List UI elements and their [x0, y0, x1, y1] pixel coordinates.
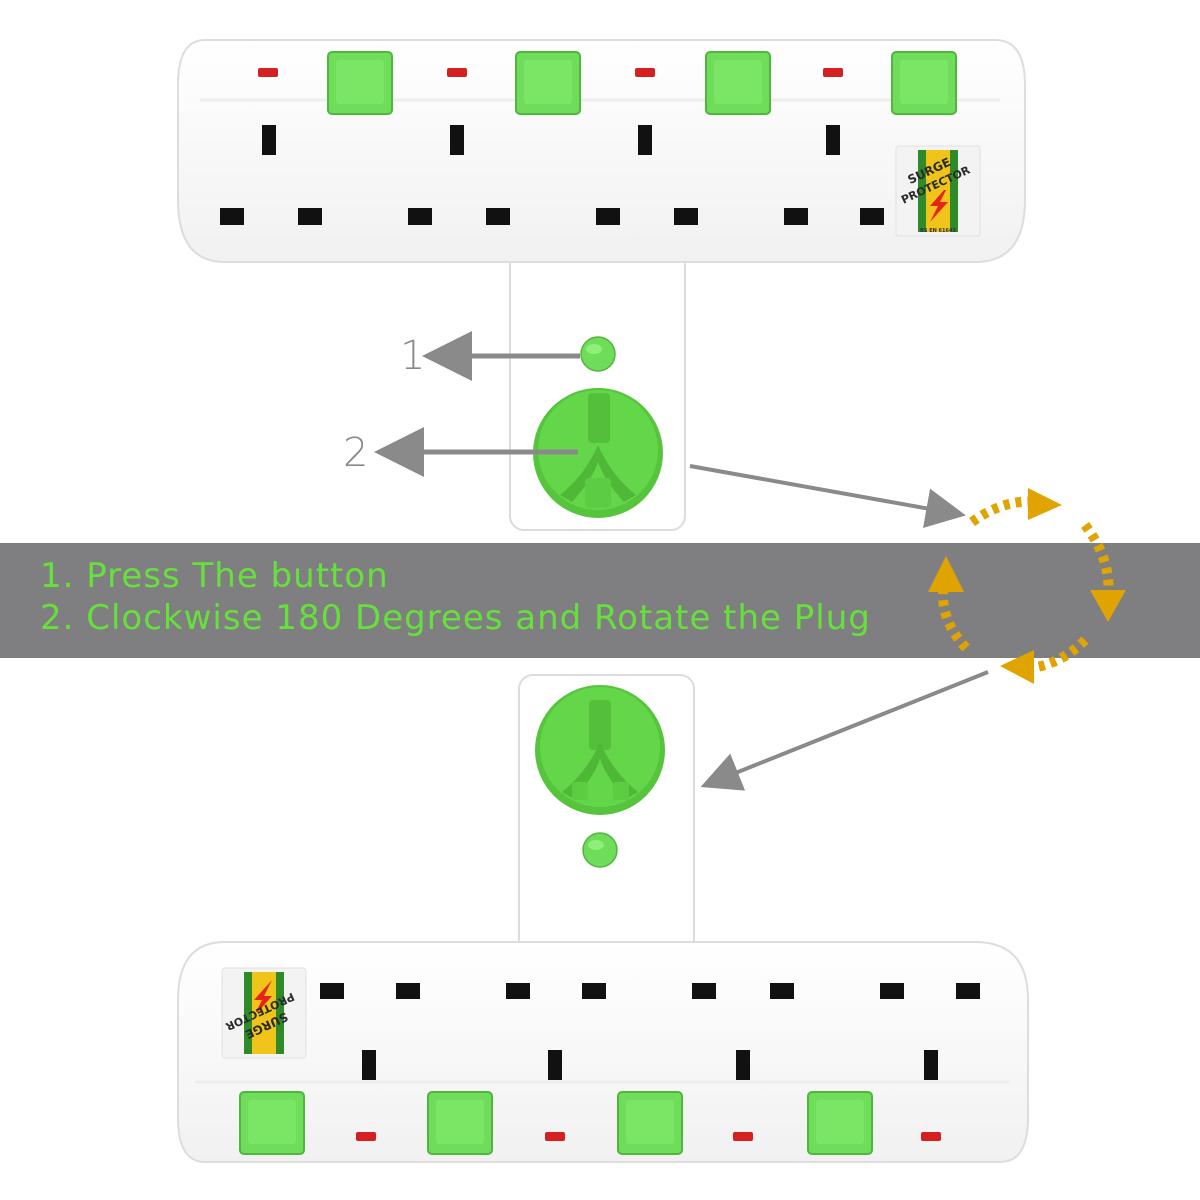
top-indicator-3 — [635, 68, 655, 77]
top-pin-slot — [674, 208, 698, 225]
bottom-surge-sticker: SURGE PROTECTOR — [221, 967, 307, 1059]
top-pin-slot — [486, 208, 510, 225]
top-indicator-1 — [258, 68, 278, 77]
lightning-bolt-icon — [930, 190, 948, 222]
top-earth-slot-3 — [638, 125, 652, 155]
arrow-to-rotation-icon — [689, 464, 966, 529]
bottom-indicator-3 — [733, 1132, 753, 1141]
bottom-earth-slot-1 — [362, 1050, 376, 1080]
top-pin-slot — [784, 208, 808, 225]
bottom-indicator-1 — [356, 1132, 376, 1141]
top-release-button[interactable] — [580, 336, 616, 372]
bottom-rotating-plug[interactable] — [535, 685, 665, 815]
instruction-step-1: 1. Press The button — [40, 556, 389, 596]
bottom-release-button[interactable] — [582, 832, 618, 868]
bottom-pin-slot — [880, 983, 904, 999]
callout-label-2: 2 — [343, 430, 369, 476]
instruction-banner — [0, 543, 1200, 658]
top-earth-slot-1 — [262, 125, 276, 155]
arrow-from-rotation-icon — [700, 670, 989, 791]
lightning-bolt-icon — [254, 980, 272, 1012]
callout-label-1: 1 — [400, 333, 426, 379]
bottom-pin-slot — [692, 983, 716, 999]
top-rotating-plug[interactable] — [533, 388, 663, 518]
top-pin-slot — [220, 208, 244, 225]
bottom-extension-unit: SURGE PROTECTOR — [177, 674, 1029, 1163]
bottom-pin-slot — [770, 983, 794, 999]
sticker-small: BS EN 61643 — [920, 228, 956, 234]
top-extension-unit: SURGE PROTECTOR BS EN 61643 — [177, 39, 1026, 531]
top-pin-slot — [860, 208, 884, 225]
bottom-pin-slot — [582, 983, 606, 999]
top-indicator-4 — [823, 68, 843, 77]
top-earth-slot-2 — [450, 125, 464, 155]
top-pin-slot — [408, 208, 432, 225]
bottom-pin-slot — [320, 983, 344, 999]
bottom-indicator-2 — [545, 1132, 565, 1141]
top-surge-sticker: SURGE PROTECTOR BS EN 61643 — [895, 145, 981, 237]
bottom-earth-slot-3 — [736, 1050, 750, 1080]
top-indicator-2 — [447, 68, 467, 77]
bottom-earth-slot-4 — [924, 1050, 938, 1080]
bottom-indicator-4 — [921, 1132, 941, 1141]
bottom-pin-slot — [506, 983, 530, 999]
bottom-pin-slot — [396, 983, 420, 999]
top-pin-slot — [596, 208, 620, 225]
top-pin-slot — [298, 208, 322, 225]
bottom-earth-slot-2 — [548, 1050, 562, 1080]
clockwise-rotate-icon — [928, 488, 1126, 684]
top-earth-slot-4 — [826, 125, 840, 155]
bottom-pin-slot — [956, 983, 980, 999]
instruction-step-2: 2. Clockwise 180 Degrees and Rotate the … — [40, 598, 871, 638]
